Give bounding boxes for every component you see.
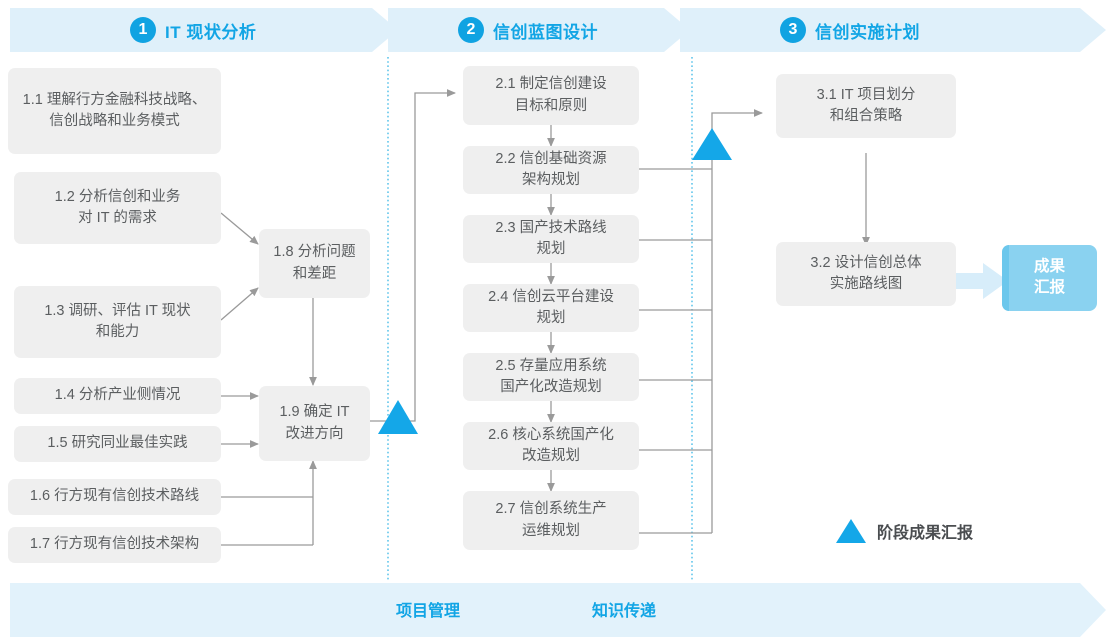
legend-milestone-label: 阶段成果汇报 (877, 525, 974, 542)
triangle-icon (836, 519, 866, 543)
node-1-1-label: 1.1 理解行方金融科技战略、信创战略和业务模式 (22, 91, 207, 129)
phase-header-3: 3 信创实施计划 (780, 13, 920, 47)
node-1-5-label: 1.5 研究同业最佳实践 (47, 435, 188, 452)
node-2-1-label: 2.1 制定信创建设目标和原则 (495, 76, 607, 114)
node-1-7-label: 1.7 行方现有信创技术架构 (29, 536, 200, 553)
node-1-6-label: 1.6 行方现有信创技术路线 (29, 488, 200, 505)
phase-title-1: IT 现状分析 (165, 22, 257, 42)
node-1-7[interactable]: 1.7 行方现有信创技术架构 (8, 527, 221, 563)
node-1-1[interactable]: 1.1 理解行方金融科技战略、信创战略和业务模式 (8, 68, 221, 154)
node-3-1[interactable]: 3.1 IT 项目划分和组合策略 (776, 74, 956, 138)
phase-band-bottom (10, 583, 1106, 637)
phase-number-2: 2 (458, 17, 484, 43)
node-2-4-label: 2.4 信创云平台建设规划 (488, 288, 614, 326)
node-2-6-label: 2.6 核心系统国产化改造规划 (488, 426, 614, 464)
phase-number-1: 1 (130, 17, 156, 43)
milestone-triangle-icon (378, 128, 732, 434)
node-2-3[interactable]: 2.3 国产技术路线规划 (463, 215, 639, 263)
node-1-4[interactable]: 1.4 分析产业侧情况 (14, 378, 221, 414)
phase-header-1: 1 IT 现状分析 (130, 13, 256, 47)
node-1-2[interactable]: 1.2 分析信创和业务对 IT 的需求 (14, 172, 221, 244)
node-2-4[interactable]: 2.4 信创云平台建设规划 (463, 284, 639, 332)
phase-header-2: 2 信创蓝图设计 (458, 13, 598, 47)
result-arrow-icon (951, 263, 1008, 299)
node-2-5-label: 2.5 存量应用系统国产化改造规划 (495, 357, 607, 395)
phase-divider (387, 57, 693, 580)
node-2-3-label: 2.3 国产技术路线规划 (495, 219, 607, 257)
phase-title-2: 信创蓝图设计 (493, 22, 598, 42)
node-2-2[interactable]: 2.2 信创基础资源架构规划 (463, 146, 639, 194)
node-3-2[interactable]: 3.2 设计信创总体实施路线图 (776, 242, 956, 306)
node-2-6[interactable]: 2.6 核心系统国产化改造规划 (463, 422, 639, 470)
node-1-2-label: 1.2 分析信创和业务对 IT 的需求 (54, 188, 181, 226)
node-2-7-label: 2.7 信创系统生产运维规划 (495, 501, 607, 539)
connectors-collector-bus (639, 109, 763, 534)
node-1-3[interactable]: 1.3 调研、评估 IT 现状和能力 (14, 286, 221, 358)
footer-label-knowledge-transfer: 知识传递 (592, 603, 657, 620)
node-3-2-label: 3.2 设计信创总体实施路线图 (810, 254, 922, 292)
legend-milestone: 阶段成果汇报 (836, 519, 973, 543)
node-1-3-label: 1.3 调研、评估 IT 现状和能力 (44, 302, 191, 340)
node-1-4-label: 1.4 分析产业侧情况 (54, 387, 181, 404)
node-2-5[interactable]: 2.5 存量应用系统国产化改造规划 (463, 353, 639, 401)
node-1-5[interactable]: 1.5 研究同业最佳实践 (14, 426, 221, 462)
result-report-label: 成果汇报 (1033, 258, 1065, 296)
node-2-1[interactable]: 2.1 制定信创建设目标和原则 (463, 66, 639, 125)
node-1-6[interactable]: 1.6 行方现有信创技术路线 (8, 479, 221, 515)
phase-title-3: 信创实施计划 (815, 22, 920, 42)
node-2-2-label: 2.2 信创基础资源架构规划 (495, 150, 607, 188)
footer-label-project-management: 项目管理 (396, 603, 461, 620)
node-1-8-label: 1.8 分析问题和差距 (273, 244, 356, 282)
connectors-phase1 (220, 89, 456, 546)
result-report-chip[interactable]: 成果汇报 (1002, 245, 1097, 311)
node-3-1-label: 3.1 IT 项目划分和组合策略 (816, 86, 916, 124)
node-2-7[interactable]: 2.7 信创系统生产运维规划 (463, 491, 639, 550)
node-1-8[interactable]: 1.8 分析问题和差距 (259, 229, 370, 298)
phase-number-3: 3 (780, 17, 806, 43)
